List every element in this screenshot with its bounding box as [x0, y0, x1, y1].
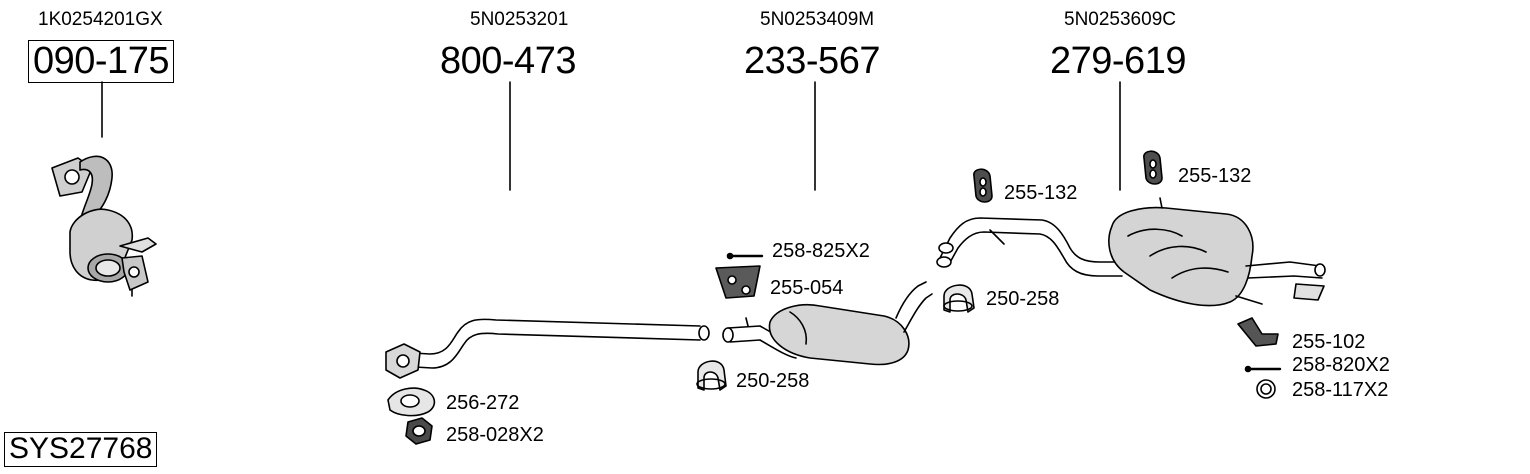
label-hanger-mid[interactable]: 255-054 [770, 277, 844, 299]
bolt-rear [1244, 365, 1282, 373]
label-bolt-mid[interactable]: 258-825X2 [772, 240, 870, 262]
hanger-mid [715, 265, 761, 299]
bracket [1237, 317, 1279, 347]
part-number-p1[interactable]: 090-175 [28, 40, 174, 83]
label-nut[interactable]: 258-028X2 [446, 424, 544, 446]
label-bolt-rear[interactable]: 258-820X2 [1292, 354, 1390, 376]
label-bracket[interactable]: 255-102 [1292, 331, 1366, 353]
clamp-front [696, 360, 727, 391]
part-number-p4[interactable]: 279-619 [1050, 40, 1186, 82]
bolt-mid [726, 252, 764, 260]
system-code: SYS27768 [4, 432, 158, 467]
oem-code-p2: 5N0253201 [470, 9, 569, 30]
oem-code-p3: 5N0253409M [760, 9, 875, 30]
catalytic-converter [51, 155, 157, 297]
nut [405, 417, 433, 445]
clamp-rear [943, 284, 975, 313]
hanger-rear-right [1143, 150, 1163, 185]
label-ring[interactable]: 258-117X2 [1292, 379, 1389, 401]
part-number-p3[interactable]: 233-567 [744, 40, 880, 82]
label-hanger-rear-left[interactable]: 255-132 [1004, 182, 1078, 204]
center-muffler [722, 281, 933, 366]
label-gasket[interactable]: 256-272 [446, 392, 520, 414]
front-pipe [385, 318, 710, 379]
hanger-rear-left [973, 168, 993, 203]
label-hanger-rear-right[interactable]: 255-132 [1178, 165, 1252, 187]
rear-muffler [936, 197, 1326, 307]
part-number-p2[interactable]: 800-473 [440, 40, 576, 82]
oem-code-p4: 5N0253609C [1064, 9, 1176, 30]
ring [1256, 379, 1276, 399]
oem-code-p1: 1K0254201GX [38, 9, 163, 30]
label-clamp-front[interactable]: 250-258 [736, 370, 810, 392]
label-clamp-rear[interactable]: 250-258 [986, 288, 1060, 310]
gasket [387, 387, 436, 417]
